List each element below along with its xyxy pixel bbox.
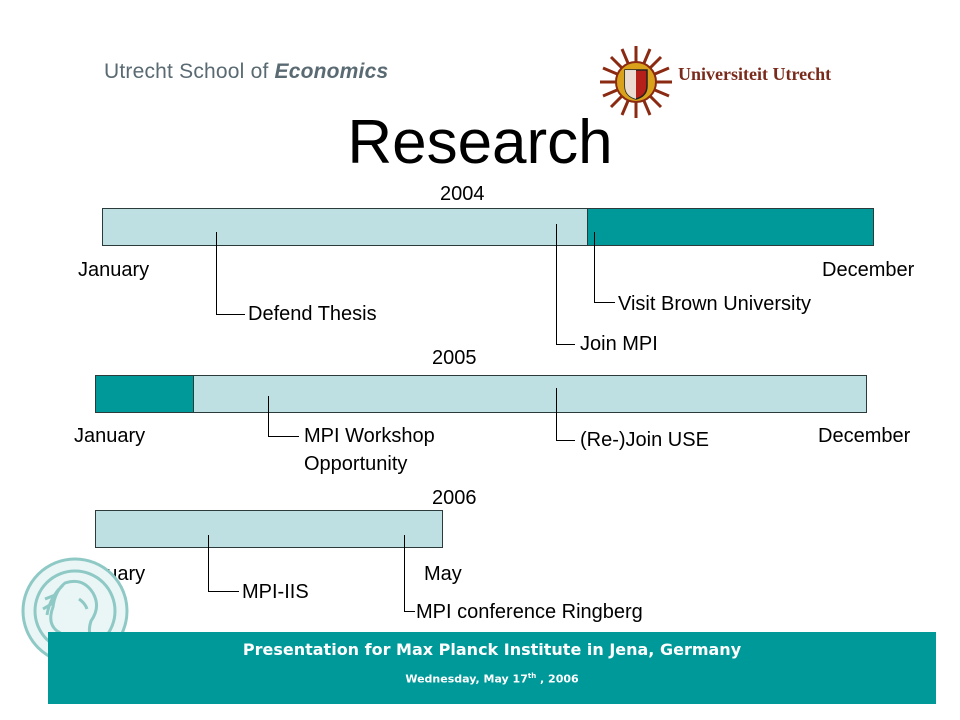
- event-mpi-iis: MPI-IIS: [242, 581, 309, 603]
- timeline-2005-bar: [95, 375, 867, 413]
- timeline-2005-year: 2005: [432, 347, 477, 369]
- universiteit-utrecht-wordmark: Universiteit Utrecht: [678, 64, 832, 84]
- footer-date-sup: th: [527, 672, 537, 680]
- timeline-2006-year: 2006: [432, 487, 477, 509]
- timeline-2004-segment-teal: [587, 209, 873, 245]
- utrecht-university-sun-emblem: [600, 46, 672, 118]
- event-mpi-workshop-line2: Opportunity: [304, 453, 408, 475]
- connector-mpi-workshop: [268, 396, 299, 437]
- connector-rejoin-use: [556, 388, 575, 441]
- timeline-2004-divider: [587, 209, 588, 245]
- timeline-2006-segment-light: [96, 511, 442, 547]
- footer-title: Presentation for Max Planck Institute in…: [242, 640, 742, 659]
- timeline-2004-segment-light: [103, 209, 587, 245]
- event-join-mpi: Join MPI: [580, 333, 658, 355]
- timeline-2005-segment-light: [193, 376, 866, 412]
- utrecht-school-of-economics-logo: Utrecht School of Economics: [104, 60, 388, 84]
- timeline-2004-year: 2004: [440, 183, 485, 205]
- event-defend-thesis: Defend Thesis: [248, 303, 377, 325]
- timeline-2005-start-label: January: [74, 425, 146, 447]
- timeline-2004-end-label: December: [822, 259, 915, 281]
- footer-banner: Presentation for Max Planck Institute in…: [48, 632, 936, 704]
- timeline-2005-end-label: December: [818, 425, 911, 447]
- connector-join-mpi: [556, 224, 575, 345]
- event-rejoin-use: (Re-)Join USE: [580, 429, 709, 451]
- connector-mpi-conference-ringberg: [404, 535, 415, 612]
- slide-title: Research: [347, 108, 613, 177]
- connector-visit-brown: [594, 232, 615, 303]
- timeline-2004-start-label: January: [78, 259, 150, 281]
- footer-date-suffix: , 2006: [536, 672, 579, 686]
- timeline-2006-end-label: May: [424, 563, 462, 585]
- footer-date: Wednesday, May 17th , 2006: [48, 672, 936, 686]
- timeline-2005-divider: [193, 376, 194, 412]
- event-mpi-workshop-line1: MPI Workshop: [304, 425, 435, 447]
- use-logo-bold: Economics: [274, 60, 389, 83]
- connector-mpi-iis: [208, 535, 239, 592]
- timeline-2005-segment-teal: [96, 376, 193, 412]
- event-visit-brown-university: Visit Brown University: [618, 293, 812, 315]
- event-mpi-conference-ringberg: MPI conference Ringberg: [416, 601, 643, 623]
- footer-date-prefix: Wednesday, May 17: [405, 672, 528, 686]
- connector-defend-thesis: [216, 232, 245, 315]
- timeline-2004-bar: [102, 208, 874, 246]
- use-logo-prefix: Utrecht School of: [104, 60, 275, 83]
- timeline-2006-bar: [95, 510, 443, 548]
